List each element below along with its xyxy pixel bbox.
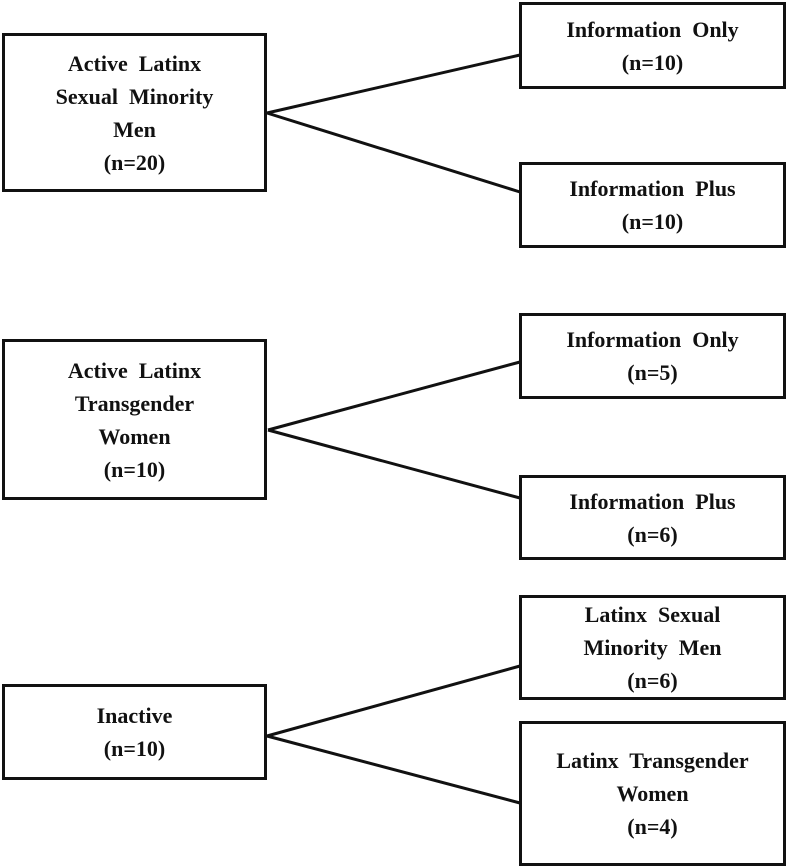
node-information-only-n10: Information Only (n=10) [519, 2, 786, 89]
node-latinx-sexual-minority-men-n6: Latinx Sexual Minority Men (n=6) [519, 595, 786, 700]
node-information-only-n5: Information Only (n=5) [519, 313, 786, 399]
node-count: (n=4) [627, 814, 678, 839]
connector-line [266, 53, 521, 115]
connector-line [266, 734, 521, 805]
node-label-line: Active Latinx [67, 50, 202, 76]
node-label-line: Information Plus [569, 488, 736, 514]
connector-line [266, 111, 521, 194]
node-label-line: Women [98, 423, 171, 449]
node-count: (n=6) [627, 668, 678, 693]
node-label-line: Men [113, 116, 156, 142]
node-label-line: Information Only [566, 327, 739, 352]
node-label-line: Sexual Minority [55, 83, 214, 109]
node-label-line: Inactive [96, 703, 173, 728]
node-label-line: Latinx Sexual [584, 602, 721, 627]
connector-line [267, 428, 521, 500]
node-active-latinx-transgender-women: Active Latinx Transgender Women (n=10) [2, 339, 267, 500]
node-label-line: Transgender [74, 390, 195, 416]
node-label-line: Information Plus [569, 176, 736, 201]
node-count: (n=10) [621, 209, 684, 234]
node-information-plus-n6: Information Plus (n=6) [519, 475, 786, 560]
node-count: (n=10) [621, 49, 684, 75]
node-inactive: Inactive (n=10) [2, 684, 267, 780]
connector-line [266, 664, 521, 738]
node-label-line: Women [616, 781, 689, 806]
node-label-line: Active Latinx [67, 357, 202, 383]
node-label-line: Information Only [566, 16, 739, 42]
node-information-plus-n10: Information Plus (n=10) [519, 162, 786, 248]
node-count: (n=10) [103, 456, 166, 482]
connector-line [267, 360, 521, 432]
node-count: (n=20) [103, 149, 166, 175]
node-latinx-transgender-women-n4: Latinx Transgender Women (n=4) [519, 721, 786, 866]
node-count: (n=5) [627, 360, 678, 385]
node-count: (n=6) [627, 521, 678, 547]
node-label-line: Latinx Transgender [556, 748, 749, 773]
node-active-latinx-sexual-minority-men: Active Latinx Sexual Minority Men (n=20) [2, 33, 267, 192]
node-label-line: Minority Men [583, 635, 722, 660]
node-count: (n=10) [103, 736, 166, 761]
